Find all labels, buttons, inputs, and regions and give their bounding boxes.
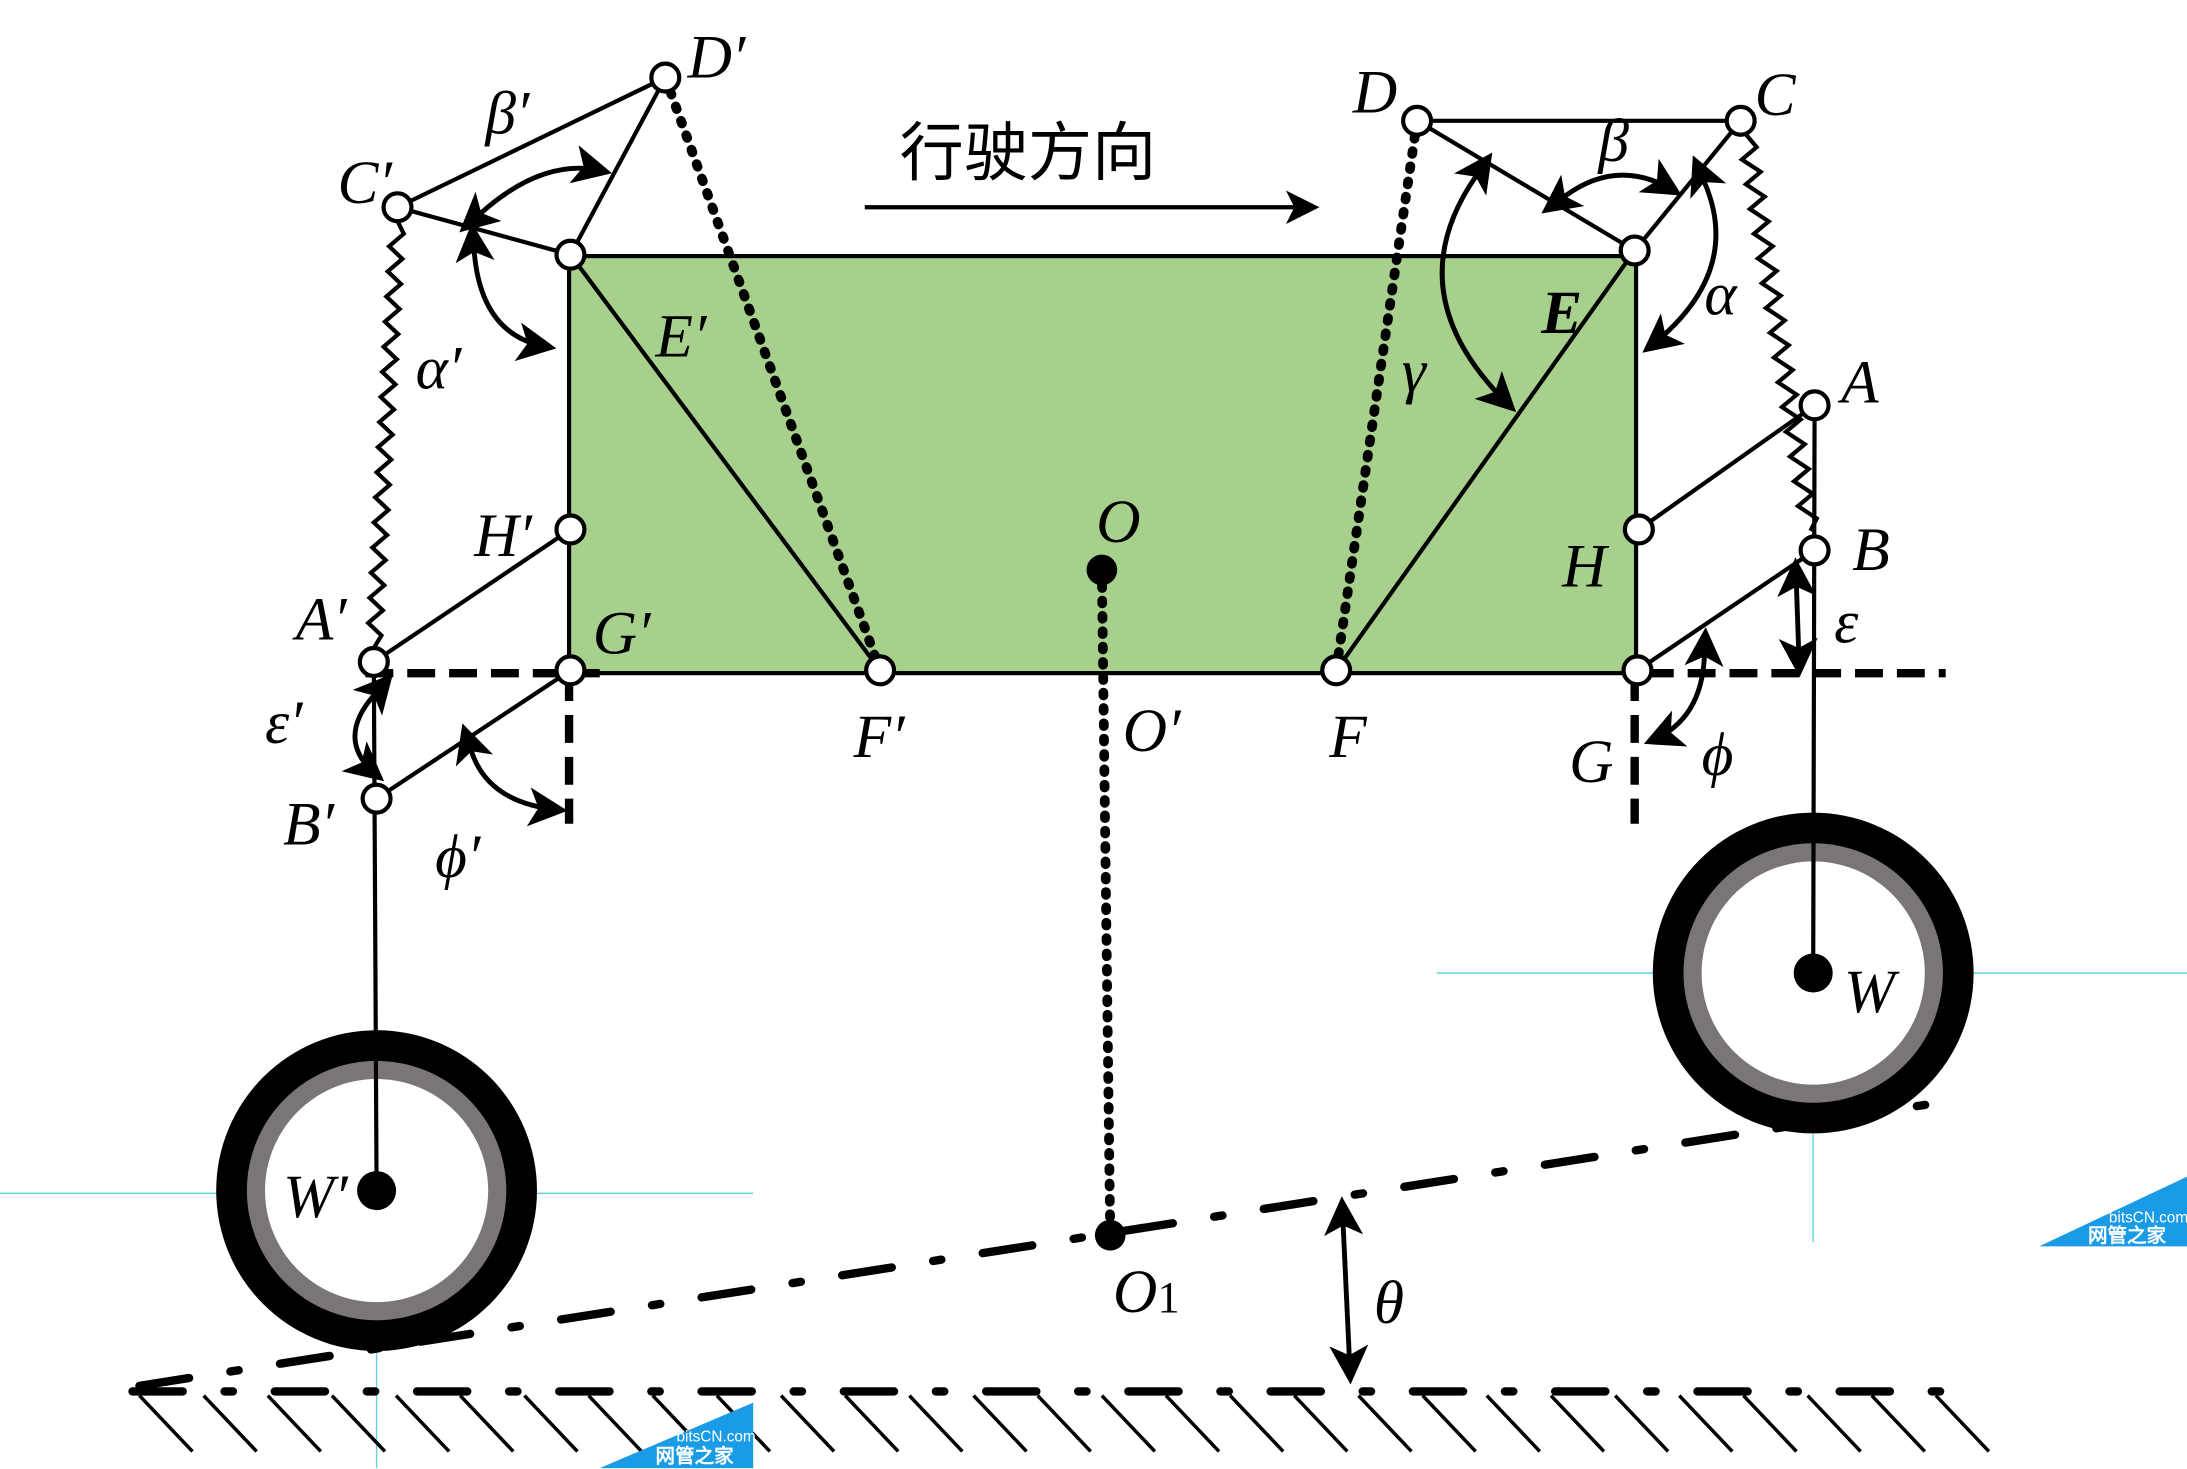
label-beta-prime: β′ [484,79,531,147]
label-W: W [1844,958,1900,1026]
label-E-prime: E′ [655,303,708,371]
label-H-prime: H′ [473,502,533,570]
label-O-prime: O′ [1123,697,1182,765]
label-A-prime: A′ [292,586,348,654]
angle-arrows [341,145,1818,1385]
label-G: G [1569,728,1613,796]
point-labels: D′ C′ β′ α′ E′ H′ A′ G′ ε′ B′ ϕ′ F′ O O′… [265,24,1900,1338]
label-O1: O1 [1113,1258,1180,1326]
label-G-prime: G′ [593,600,652,668]
slope-line [135,1098,1943,1391]
spring-rear [365,220,407,650]
svg-text:网管之家: 网管之家 [2088,1224,2167,1247]
spring-front [1738,133,1820,532]
label-alpha-prime: α′ [416,335,463,403]
label-beta: β [1597,107,1629,175]
svg-text:bitsCN.com: bitsCN.com [676,1429,755,1446]
svg-text:bitsCN.com: bitsCN.com [2109,1210,2187,1227]
joints [357,61,1833,1251]
label-D: D [1352,58,1397,126]
label-epsilon: ε [1834,588,1859,656]
label-F: F [1328,703,1367,771]
ground [128,1387,1991,1453]
label-H: H [1561,533,1610,601]
label-O: O [1096,488,1140,556]
label-alpha: α [1704,261,1738,329]
label-E: E [1540,279,1582,347]
label-F-prime: F′ [853,703,906,771]
direction-label: 行驶方向 [900,116,1157,191]
label-B-prime: B′ [283,791,335,859]
svg-text:网管之家: 网管之家 [656,1445,735,1468]
label-A: A [1837,349,1879,417]
label-C-prime: C′ [338,149,394,217]
label-phi-prime: ϕ′ [435,823,482,891]
label-phi: ϕ [1702,721,1734,789]
label-gamma: γ [1402,337,1428,405]
label-theta: θ [1374,1269,1404,1337]
label-epsilon-prime: ε′ [265,689,304,757]
label-W-prime: W′ [283,1163,349,1231]
label-D-prime: D′ [687,24,747,92]
label-B: B [1852,516,1889,584]
label-C: C [1755,61,1797,129]
